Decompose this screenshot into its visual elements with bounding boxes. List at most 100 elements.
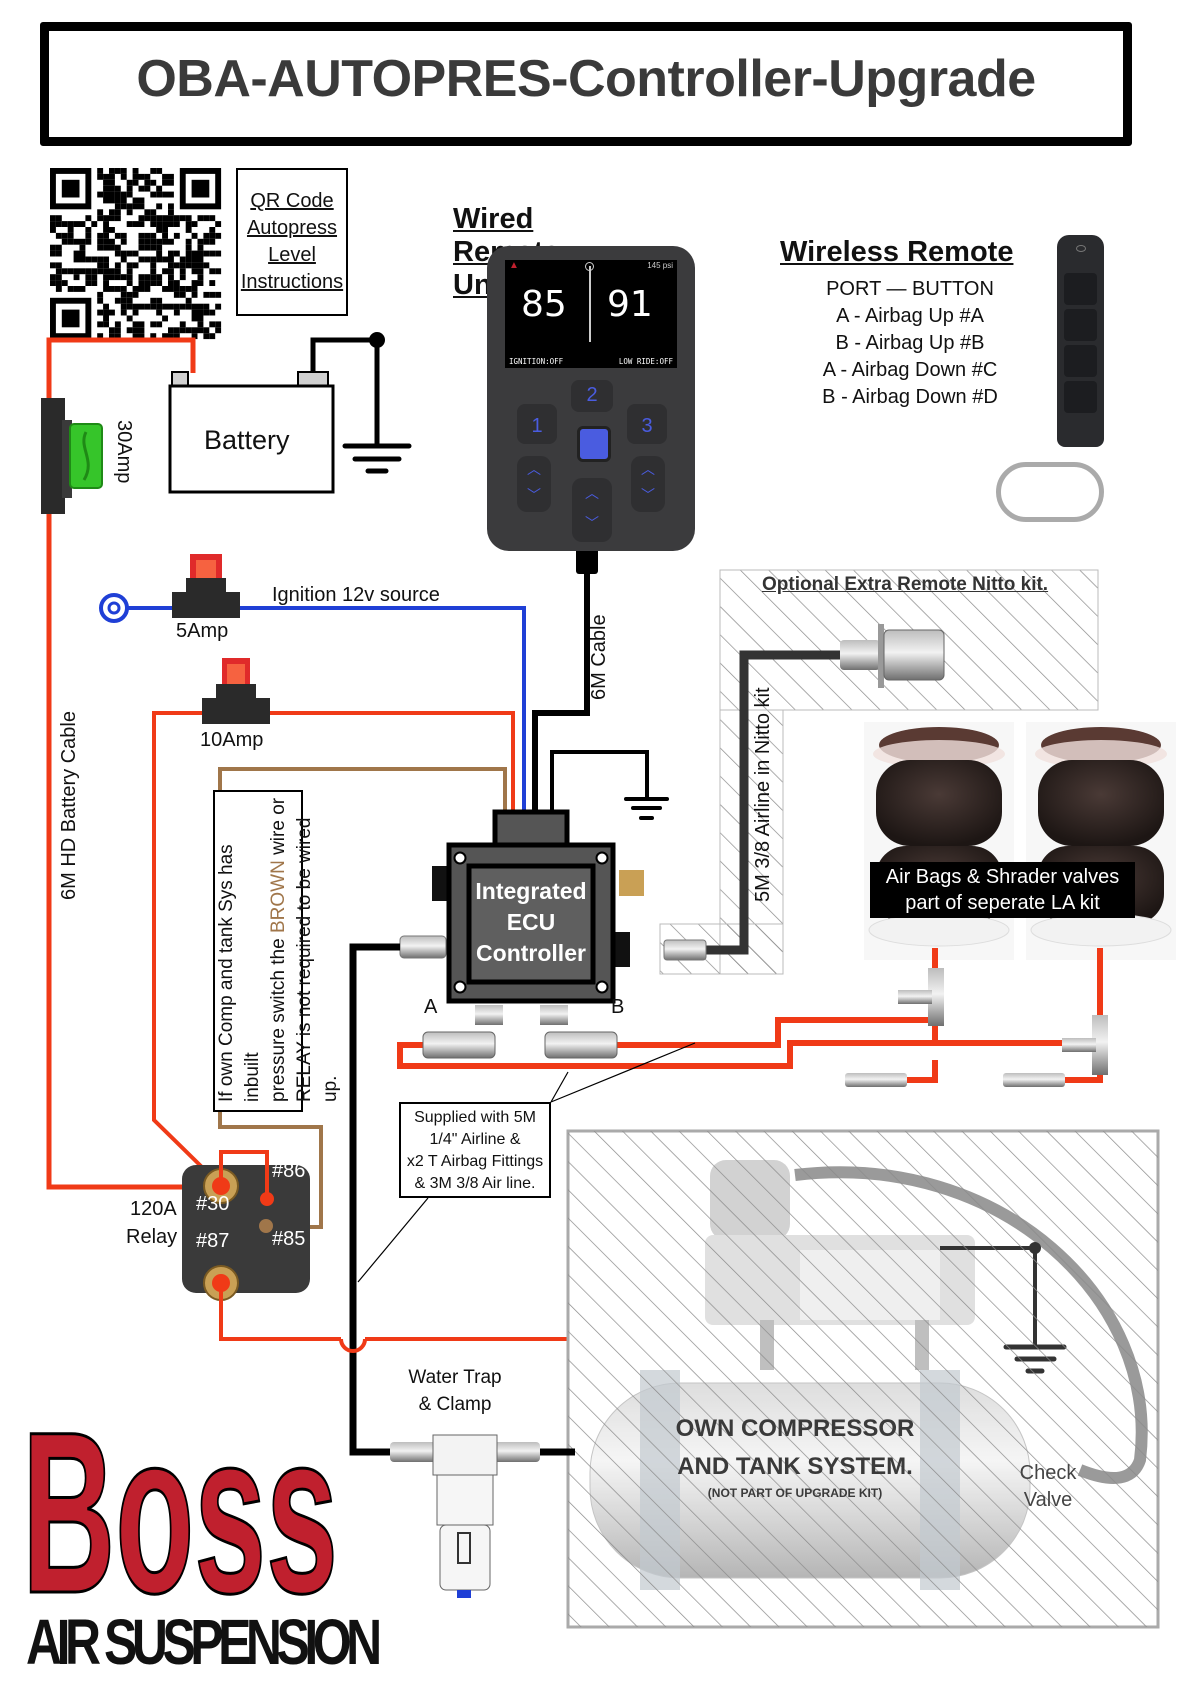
qr-module [173,221,180,227]
qr-module [185,303,192,310]
fuse-5amp-icon [172,554,240,618]
qr-module [179,262,186,269]
right-bag-up-down-button[interactable]: ︿﹀ [631,456,665,512]
qr-module [138,286,145,292]
t-fitting-icon [898,968,944,1026]
qr-module [179,303,186,310]
qr-module [97,321,104,328]
fob-button-c[interactable] [1064,345,1097,377]
qr-module [173,327,180,334]
qr-module [126,280,133,286]
qr-module [191,303,198,310]
qr-module [156,203,163,210]
qr-module [156,250,163,257]
fob-button-d[interactable] [1064,381,1097,413]
qr-module [185,227,192,233]
qr-module [85,280,92,286]
qr-module [150,232,157,239]
check-valve-line: Valve [1023,1489,1073,1511]
qr-module [126,274,133,281]
preset-button-1[interactable]: 1 [517,404,557,444]
left-bag-up-down-button[interactable]: ︿﹀ [517,456,551,512]
supply-airline [349,943,400,1456]
qr-module [103,238,109,245]
qr-module [103,309,109,316]
dd-logo-icon[interactable] [577,426,611,462]
qr-module [173,232,180,239]
qr-module [156,168,163,174]
relay-label: Relay [126,1226,178,1248]
qr-module [114,203,121,210]
qr-module [120,291,127,298]
qr-module [215,232,222,239]
port-a-fitting [422,1005,503,1059]
qr-module [114,197,121,204]
fuse-10amp-icon [202,658,270,724]
qr-module [156,309,163,316]
qr-module [126,191,133,198]
qr-module [197,327,204,334]
qr-module [109,274,115,281]
qr-module [173,215,180,222]
preset-button-3[interactable]: 3 [627,404,667,444]
qr-module [197,244,204,251]
qr-module [173,309,180,316]
fob-button-b[interactable] [1064,309,1097,341]
qr-module [109,168,115,174]
qr-label-line: Instructions [240,271,344,293]
qr-module [79,256,86,263]
qr-module [103,232,109,239]
both-bags-up-down-button[interactable]: ︿﹀ [572,478,612,542]
remote-screen: ▲ 145 psi 85 91 IGNITION:OFF LOW RIDE:OF… [505,260,677,368]
wired-remote-device[interactable]: ▲ 145 psi 85 91 IGNITION:OFF LOW RIDE:OF… [487,246,695,551]
qr-module [203,333,210,340]
qr-module [109,215,115,222]
qr-module [156,227,163,233]
wireless-key-fob-icon[interactable] [1057,235,1104,447]
qr-module [150,221,157,227]
qr-module [109,209,115,216]
qr-module [150,333,157,340]
check-valve-line: Check [1019,1462,1077,1484]
qr-module [209,333,216,340]
qr-module [132,221,139,227]
ecu-power-wire [152,711,515,1177]
qr-module [197,303,204,310]
compressor-label-line: OWN COMPRESSOR [675,1415,915,1442]
qr-module [168,268,174,275]
qr-code-icon[interactable] [50,168,222,340]
qr-module [120,309,127,316]
fob-button-a[interactable] [1064,273,1097,305]
qr-module [168,191,174,198]
qr-module [138,280,145,286]
qr-module [209,268,216,275]
qr-module [114,268,121,275]
left-pressure-value: 85 [521,284,567,325]
brand-tagline: AIR SUSPENSION [26,1606,382,1678]
qr-module [97,232,104,239]
qr-module [73,268,80,275]
qr-module [126,303,133,310]
qr-module [156,274,163,281]
qr-module [168,209,174,216]
qr-module [97,238,104,245]
qr-module [144,238,151,245]
qr-module [162,227,168,233]
airbags-caption-line: part of seperate LA kit [905,892,1100,914]
preset-button-2[interactable]: 2 [571,380,613,412]
qr-module [97,244,104,251]
qr-module [132,173,139,180]
qr-module [144,244,151,251]
qr-module [138,274,145,281]
qr-module [156,185,163,192]
qr-module [103,197,109,204]
qr-module [97,215,104,222]
qr-module [162,215,168,222]
mapping-header: PORT — BUTTON [826,278,994,300]
nitto-airline-label: 5M 3/8 Airline in Nitto kit [752,687,774,902]
remote-cable [532,570,590,815]
qr-module [209,250,216,257]
qr-module [150,262,157,269]
ecu-label-line: ECU [506,909,556,935]
port-a-label: A [424,996,438,1018]
